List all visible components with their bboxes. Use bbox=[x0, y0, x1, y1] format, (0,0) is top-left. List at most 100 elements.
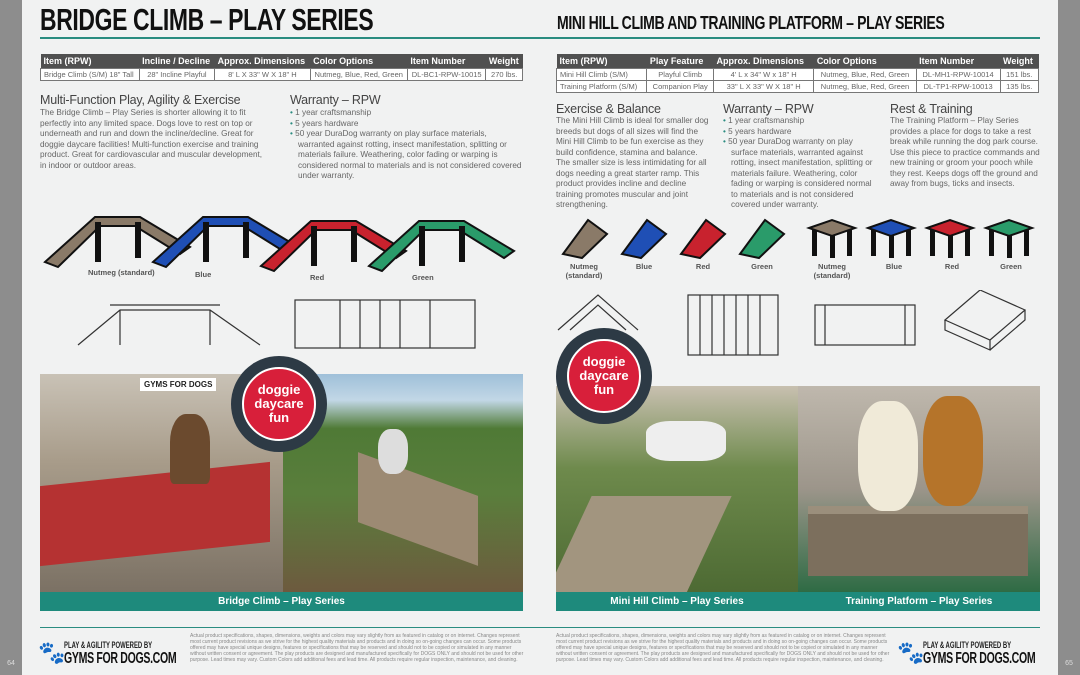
column-header: Approx. Dimensions bbox=[214, 54, 311, 69]
color-label: Nutmeg (standard) bbox=[813, 262, 851, 280]
logo-wordmark: GYMS FOR DOGS.COM bbox=[64, 650, 177, 667]
section-body: The Bridge Climb – Play Series is shorte… bbox=[40, 108, 263, 170]
color-label: Nutmeg (standard) bbox=[88, 268, 155, 277]
table-cell: 4' L x 34" W x 18" H bbox=[712, 68, 815, 81]
table-cell: 33" L X 33" W X 18" H bbox=[712, 80, 815, 93]
color-label: Red bbox=[310, 273, 325, 282]
column-header: Item Number bbox=[407, 54, 486, 69]
mini-hill-render bbox=[679, 218, 727, 260]
color-label: Green bbox=[751, 262, 773, 271]
table-cell: 270 lbs. bbox=[485, 68, 523, 81]
badge-text: doggie daycare fun bbox=[242, 367, 316, 441]
mini-side-drawing bbox=[557, 294, 639, 331]
column-header: Item (RPW) bbox=[556, 54, 647, 69]
mini-hill-render bbox=[738, 218, 786, 260]
dog bbox=[170, 414, 210, 484]
photo-caption: Bridge Climb – Play Series bbox=[40, 592, 523, 611]
right-margin: 65 bbox=[1058, 0, 1080, 675]
training-platform-render bbox=[865, 218, 917, 258]
color-label: Green bbox=[1000, 262, 1022, 271]
logo-tagline: PLAY & AGILITY POWERED BY bbox=[923, 640, 1012, 650]
page-number: 64 bbox=[7, 660, 15, 667]
warranty-heading: Warranty – RPW bbox=[290, 93, 381, 107]
platform-side-drawing bbox=[814, 304, 916, 346]
warranty-item: 5 years hardware bbox=[723, 127, 873, 138]
line-drawings bbox=[77, 290, 1027, 356]
warranty-list: 1 year craftsmanship 5 years hardware 50… bbox=[290, 108, 525, 182]
page-title: MINI HILL CLIMB AND TRAINING PLATFORM – … bbox=[557, 12, 945, 33]
column-header: Color Options bbox=[813, 54, 917, 69]
table-cell: 8' L X 33" W X 18" H bbox=[214, 68, 311, 81]
training-platform-render bbox=[806, 218, 858, 258]
paw-icon: 🐾 bbox=[897, 640, 925, 665]
table-cell: 151 lbs. bbox=[999, 68, 1040, 81]
color-label: Blue bbox=[195, 270, 212, 279]
table-cell: Training Platform (S/M) bbox=[555, 80, 648, 93]
column-header: Item (RPW) bbox=[40, 54, 140, 69]
column-header: Weight bbox=[485, 54, 523, 69]
mini-hill-render bbox=[620, 218, 668, 260]
warranty-heading: Warranty – RPW bbox=[723, 102, 814, 116]
warranty-item: 1 year craftsmanship bbox=[723, 116, 873, 127]
section-heading: Rest & Training bbox=[890, 102, 973, 116]
table-cell: Nutmeg, Blue, Red, Green bbox=[309, 68, 408, 81]
column-header: Incline / Decline bbox=[139, 54, 215, 69]
bridge-side-drawing bbox=[77, 304, 261, 346]
logo-wordmark: GYMS FOR DOGS.COM bbox=[923, 650, 1036, 667]
divider bbox=[40, 37, 1040, 39]
doggie-daycare-badge: doggie daycare fun bbox=[556, 328, 652, 424]
column-header: Item Number bbox=[916, 54, 1001, 69]
badge-text: doggie daycare fun bbox=[567, 339, 641, 413]
platform-iso-drawing bbox=[943, 290, 1027, 351]
table-cell: DL-MH1-RPW-10014 bbox=[915, 68, 1001, 81]
dog bbox=[923, 396, 983, 506]
disclaimer: Actual product specifications, shapes, d… bbox=[190, 633, 524, 664]
red-bridge bbox=[40, 461, 270, 567]
doggie-daycare-badge: doggie daycare fun bbox=[231, 356, 327, 452]
section-body: The Training Platform – Play Series prov… bbox=[890, 116, 1040, 188]
section-heading: Multi-Function Play, Agility & Exercise bbox=[40, 93, 241, 107]
table-cell: Companion Play bbox=[646, 80, 714, 93]
training-platform-render bbox=[924, 218, 976, 258]
column-header: Play Feature bbox=[646, 54, 714, 69]
table-cell: Nutmeg, Blue, Red, Green bbox=[813, 80, 917, 93]
warranty-item: 5 years hardware bbox=[290, 119, 525, 130]
dog bbox=[378, 429, 408, 474]
color-label: Blue bbox=[635, 262, 653, 271]
paw-icon: 🐾 bbox=[38, 640, 66, 665]
warranty-list: 1 year craftsmanship 5 years hardware 50… bbox=[723, 116, 873, 211]
nutmeg-bridge bbox=[358, 452, 478, 566]
table-cell: Playful Climb bbox=[646, 68, 714, 81]
color-label: Nutmeg (standard) bbox=[565, 262, 603, 280]
column-header: Approx. Dimensions bbox=[713, 54, 814, 69]
column-header: Color Options bbox=[310, 54, 408, 69]
page-number: 65 bbox=[1065, 660, 1073, 667]
footer-divider bbox=[40, 627, 1040, 628]
table-cell: 28" Incline Playful bbox=[138, 68, 216, 81]
color-label: Red bbox=[695, 262, 711, 271]
logo-tagline: PLAY & AGILITY POWERED BY bbox=[64, 640, 153, 650]
left-margin: 64 bbox=[0, 0, 22, 675]
bridge-top-drawing bbox=[294, 299, 476, 349]
color-label: Red bbox=[944, 262, 960, 271]
disclaimer: Actual product specifications, shapes, d… bbox=[556, 633, 890, 664]
photo-training-platform bbox=[798, 386, 1040, 592]
mini-hill-render bbox=[561, 218, 609, 260]
table-cell: Nutmeg, Blue, Red, Green bbox=[813, 68, 917, 81]
nutmeg-platform bbox=[808, 506, 1028, 576]
table-cell: Bridge Climb (S/M) 18" Tall bbox=[40, 68, 140, 81]
mini-top-drawing bbox=[687, 294, 779, 356]
nutmeg-mini-hill bbox=[556, 496, 732, 592]
warranty-item: 50 year DuraDog warranty on play surface… bbox=[290, 129, 525, 182]
page-title: BRIDGE CLIMB – PLAY SERIES bbox=[40, 2, 374, 37]
warranty-item: 50 year DuraDog warranty on play surface… bbox=[723, 137, 873, 211]
color-label: Blue bbox=[885, 262, 903, 271]
column-header: Weight bbox=[1000, 54, 1039, 69]
dog bbox=[646, 421, 726, 461]
